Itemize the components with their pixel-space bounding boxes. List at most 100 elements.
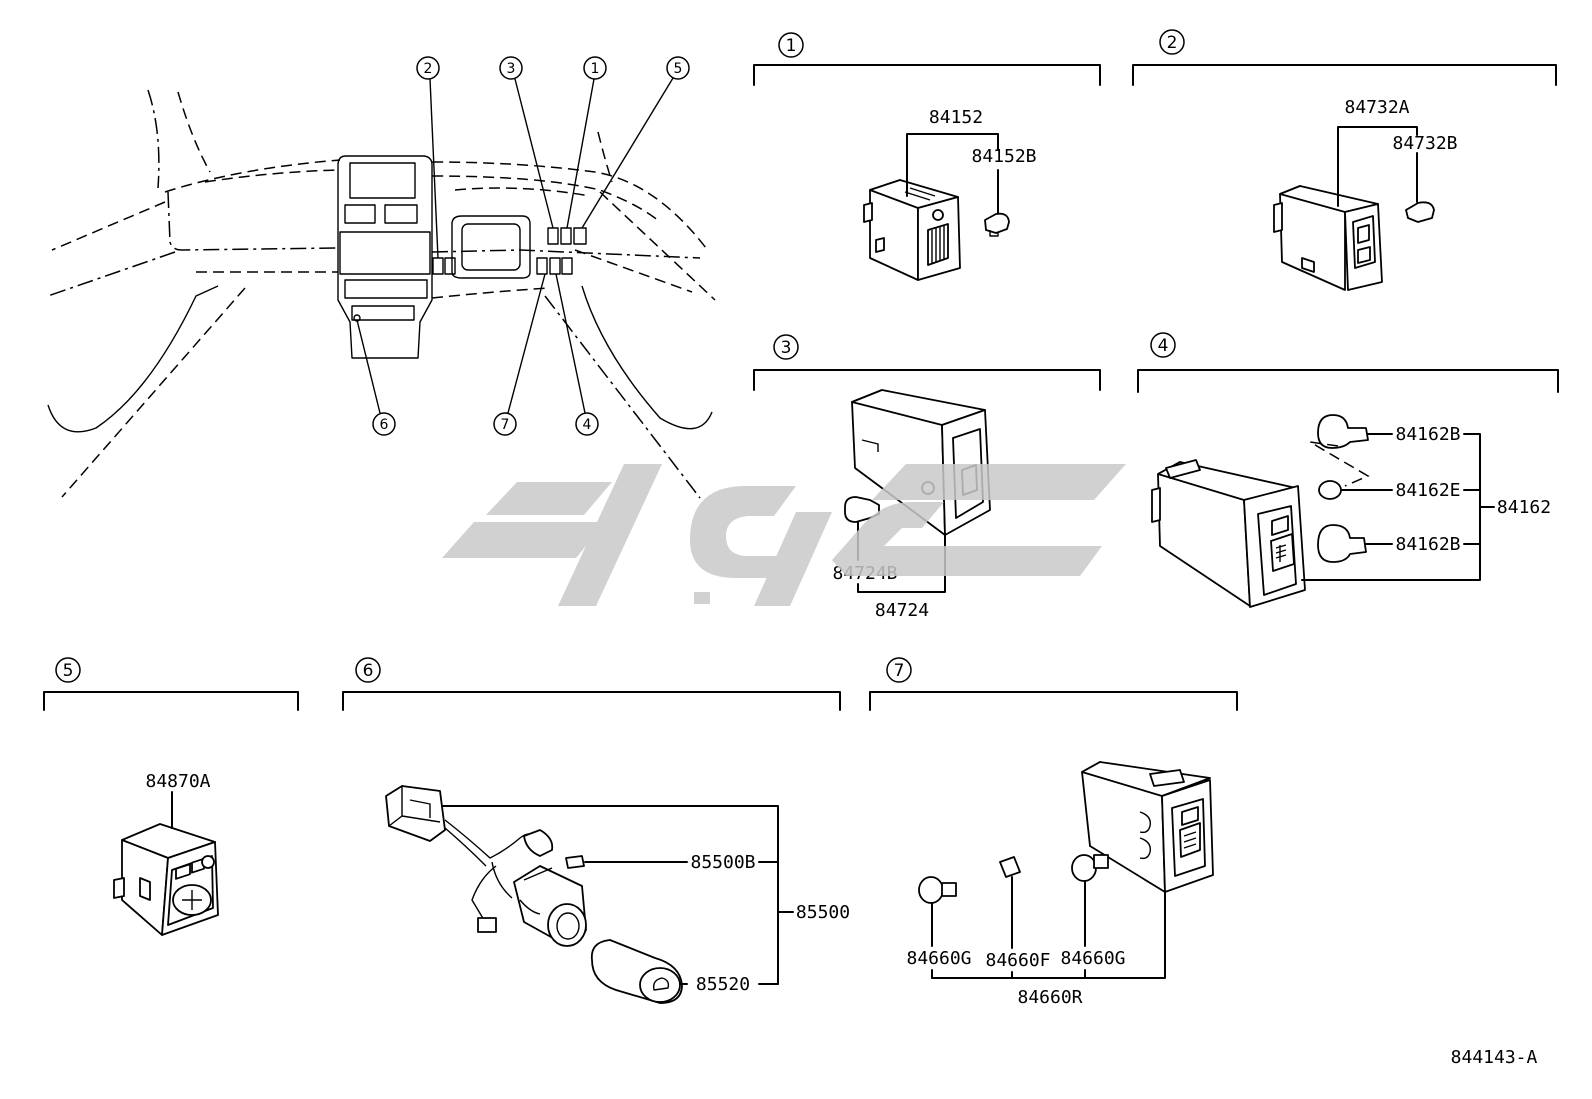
section-header-5: 5 [43, 657, 299, 711]
dash-inner-contour [204, 169, 339, 183]
bulb-glass [1317, 414, 1369, 449]
bulb-holder [523, 829, 554, 857]
leader-84162-bracket [1301, 433, 1495, 581]
part-label-84162E: 84162E [1395, 480, 1460, 501]
part-label-84732B: 84732B [1392, 133, 1457, 154]
callout-leader-5 [581, 77, 674, 229]
mount-clip [139, 877, 151, 901]
section-2-switch: 84732A 84732B [1273, 97, 1458, 291]
callout-leader-3 [514, 78, 554, 229]
harness-connector [385, 785, 446, 842]
logo-dot [694, 592, 710, 604]
part-label-84660F: 84660F [985, 950, 1050, 971]
callout-number: 5 [674, 61, 683, 77]
switch-pos-4a [549, 257, 561, 275]
callout-3: 3 [499, 56, 523, 80]
mount-clip [863, 202, 873, 223]
dash-top-contour-right [431, 161, 707, 249]
leader-84152 [906, 133, 999, 197]
socket-rim [547, 903, 587, 947]
console-audio [339, 231, 431, 275]
callout-circle [372, 412, 396, 436]
bulb-glass [918, 876, 944, 904]
bulb-84152B [984, 212, 1010, 234]
part-label-84660R: 84660R [1017, 987, 1082, 1008]
wire-harness-2 [444, 827, 487, 867]
instrument-hood [451, 215, 531, 279]
switch-pos-3 [547, 227, 559, 245]
part-label-84660G-left: 84660G [906, 948, 971, 969]
switch-top [1081, 761, 1211, 797]
section-header-7: 7 [869, 657, 1238, 711]
callout-circle [499, 56, 523, 80]
dial-ribs [931, 226, 945, 263]
section-circle [55, 657, 81, 683]
section-1-dimmer-switch: 84152 84152B [863, 107, 1037, 281]
dash-inner-contour-right [431, 175, 661, 223]
part-label-84152: 84152 [929, 107, 983, 128]
top-ridges [904, 187, 936, 201]
mount-clip [875, 237, 885, 253]
drawing-number: 844143-A [1451, 1047, 1538, 1068]
mount-clip [1165, 459, 1201, 479]
switch-pos-7 [536, 257, 548, 275]
switch-pos-2b [444, 257, 456, 275]
bulb-right-84660G [1071, 854, 1109, 882]
bulb-left-84660G [918, 876, 957, 904]
bulb-85500B [565, 855, 585, 869]
logo-stroke [872, 464, 1126, 500]
watermark-logo [442, 464, 1126, 606]
section-number: 5 [63, 661, 74, 681]
logo-stroke [832, 502, 1102, 576]
callout-leader-6 [356, 319, 381, 414]
bulb-base [941, 882, 957, 897]
steering-curve-right [581, 285, 713, 430]
callout-5: 5 [666, 56, 690, 80]
steering-curve-left [47, 285, 219, 433]
section-number: 7 [894, 661, 905, 681]
dial-knob [927, 223, 949, 266]
section-header-4: 4 [1137, 332, 1559, 393]
console-vent-left [344, 204, 376, 224]
side-socket-upper [1139, 811, 1151, 834]
section-circle [778, 32, 804, 58]
callout-circle [416, 56, 440, 80]
dash-right-panel [431, 249, 701, 259]
callout-number: 1 [591, 61, 600, 77]
section-circle [886, 657, 912, 683]
mount-clip [1301, 257, 1315, 273]
part-label-85500: 85500 [796, 902, 850, 923]
floor-line-right [544, 295, 701, 499]
section-header-3: 3 [753, 334, 1101, 391]
section-bracket [342, 691, 841, 711]
section-circle [773, 334, 799, 360]
logo-stroke [442, 522, 606, 558]
section-circle [1150, 332, 1176, 358]
callout-leader-1 [566, 78, 595, 229]
lighter-symbol [652, 977, 670, 991]
door-line-right-upper [599, 191, 716, 301]
socket-opening [556, 912, 580, 940]
pillar-right-line [597, 131, 613, 183]
door-line-left-upper [51, 201, 166, 251]
logo-stroke [690, 486, 796, 578]
dash-hood-contour [454, 187, 591, 197]
console-lower-panel [351, 305, 415, 321]
mount-clip [113, 877, 125, 899]
logo-stroke [486, 482, 612, 515]
floor-line-left [61, 287, 246, 498]
switch-icon-upper [1181, 806, 1199, 826]
part-label-84732A: 84732A [1344, 97, 1409, 118]
alternate-bulb-link [1309, 441, 1370, 487]
section-number: 3 [781, 338, 792, 358]
section-bracket [753, 64, 1101, 86]
fog-lamp-symbol [1275, 544, 1287, 562]
section-circle [355, 657, 381, 683]
part-label-84162: 84162 [1497, 497, 1551, 518]
section-4-fog-lamp-switch: 84162B 84162E 84162B 84162 [1151, 414, 1551, 608]
section-header-6: 6 [342, 657, 841, 711]
switch-pos-2a [432, 257, 444, 275]
callout-4: 4 [575, 412, 599, 436]
leader-84660R [931, 891, 1166, 979]
bulb-mid-84660F [999, 856, 1021, 878]
